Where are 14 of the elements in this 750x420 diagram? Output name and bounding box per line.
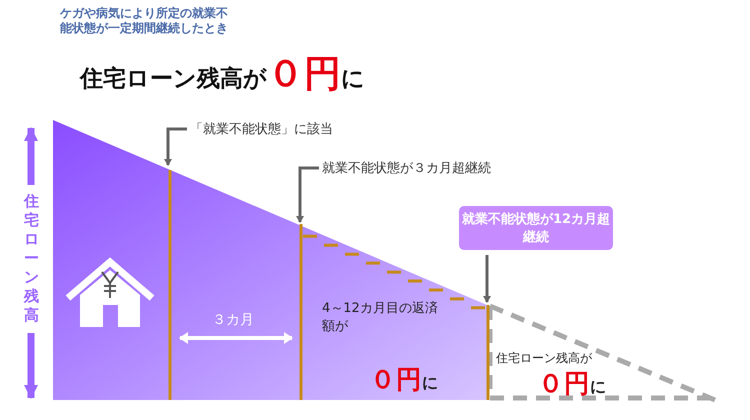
body-text: 住宅ローン残高が [496,350,592,367]
amount-text: ０円に [538,368,606,401]
headline: 住宅ローン残高が０円に [80,51,365,97]
amount-text: ０円に [370,364,438,397]
leader-line [483,255,491,303]
callout-box: 就業不能状態が12カ月超継続 [459,206,613,250]
leader-line [296,166,319,223]
dimension-label: ３カ月 [212,311,254,329]
leader-line [164,128,187,166]
callout-text: 就業不能状態が３カ月超継続 [322,159,491,177]
callout-text: 「就業不能状態」に該当 [190,120,333,138]
body-text: 4～12カ月目の返済額が [322,300,439,336]
axis-label: 住宅ローン残高 [23,192,40,325]
intro-text: ケガや病気により所定の就業不能状態が一定期間継続したとき [60,6,229,36]
